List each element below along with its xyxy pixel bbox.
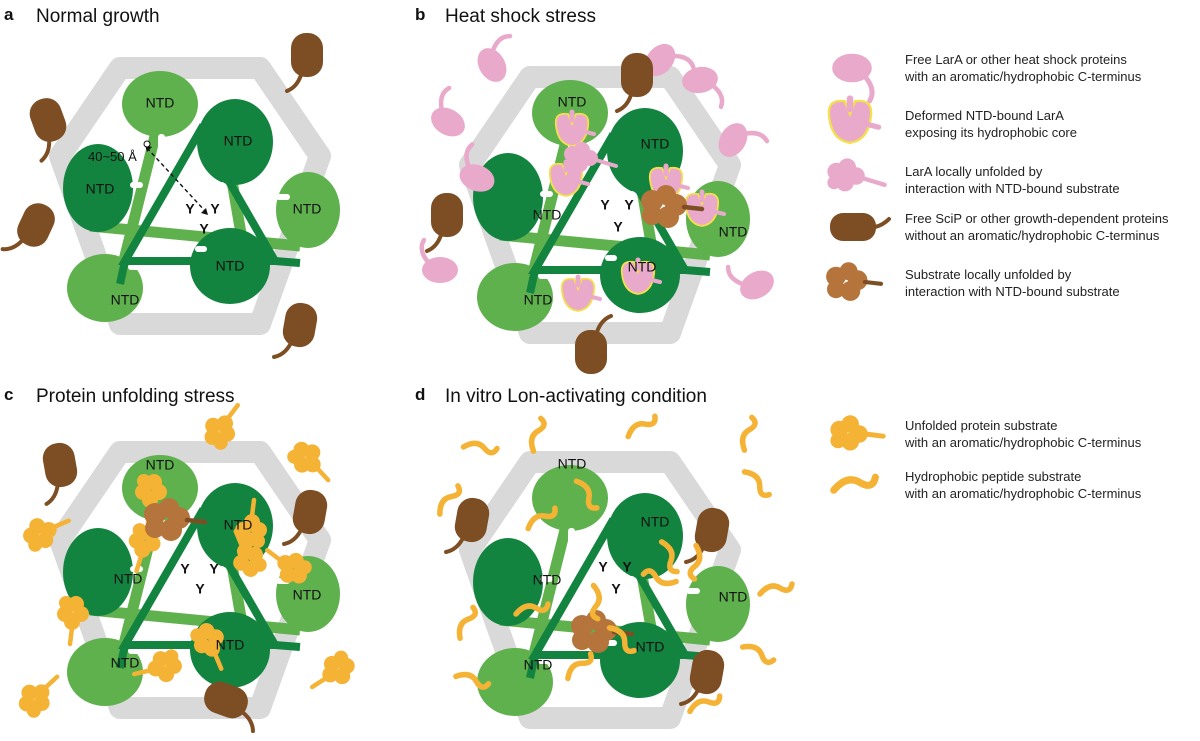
legend-item-7-line2: with an aromatic/hydrophobic C-terminus <box>904 486 1142 501</box>
panel-a-letter: a <box>4 5 14 24</box>
panel-a-title: Normal growth <box>36 6 160 27</box>
tyr-c3: Y <box>195 581 205 597</box>
unfolded-protein-icon <box>830 415 883 450</box>
ntd-label-b6: NTD <box>628 259 657 275</box>
ntd-label-c2: NTD <box>224 517 253 533</box>
ntd-label-b2: NTD <box>641 136 670 152</box>
tyr-c2: Y <box>209 561 219 577</box>
ntd-label-c5: NTD <box>111 655 140 671</box>
panel-c-letter: c <box>4 385 13 404</box>
distance-arrow <box>146 147 207 213</box>
ntd-label-d5: NTD <box>524 657 553 673</box>
panel-b-letter: b <box>415 5 425 24</box>
panel-d-letter: d <box>415 385 425 404</box>
tyr-a3: Y <box>199 221 209 237</box>
legend-item-7-line1: Hydrophobic peptide substrate <box>905 469 1081 484</box>
ntd-label-c4: NTD <box>293 587 322 603</box>
legend-item-3-line1: LarA locally unfolded by <box>905 164 1043 179</box>
ntd-label-b1: NTD <box>558 94 587 110</box>
panel-b: b Heat shock stress NTD NTD NTD NTD NTD … <box>415 5 779 376</box>
distance-label: 40~50 Å <box>88 149 137 164</box>
tyr-b2: Y <box>624 197 634 213</box>
ntd-label-d1: NTD <box>558 456 587 472</box>
legend-item-4-line2: without an aromatic/hydrophobic C-termin… <box>904 228 1160 243</box>
tyr-b3: Y <box>613 219 623 235</box>
ntd-label-a3: NTD <box>86 181 115 197</box>
ntd-label-a1: NTD <box>146 95 175 111</box>
ntd-label-d2: NTD <box>641 514 670 530</box>
ntd-label-d6: NTD <box>636 639 665 655</box>
panel-b-title: Heat shock stress <box>445 6 596 27</box>
tyr-c1: Y <box>180 561 190 577</box>
legend-item-6-line1: Unfolded protein substrate <box>905 418 1057 433</box>
ntd-label-a4: NTD <box>293 201 322 217</box>
ntd-label-a6: NTD <box>216 258 245 274</box>
deformed-lara-icon <box>829 99 879 143</box>
legend-item-3-line2: interaction with NTD-bound substrate <box>905 181 1120 196</box>
ntd-label-c1: NTD <box>146 457 175 473</box>
legend-item-5-line1: Substrate locally unfolded by <box>905 267 1072 282</box>
ntd-label-d4: NTD <box>719 589 748 605</box>
unfolded-substrate-icon <box>826 262 881 301</box>
free-scip-a2 <box>285 31 325 93</box>
legend-bottom: Unfolded protein substrate with an aroma… <box>830 415 1142 501</box>
free-scip-icon <box>830 213 891 241</box>
tyr-d2: Y <box>622 559 632 575</box>
panel-a: a Normal growth 40~50 Å NTD NTD NTD NTD … <box>0 5 340 366</box>
ntd-label-a5: NTD <box>111 292 140 308</box>
legend-item-1-line2: with an aromatic/hydrophobic C-terminus <box>904 69 1142 84</box>
legend-item-5-line2: interaction with NTD-bound substrate <box>905 284 1120 299</box>
legend-item-6-line2: with an aromatic/hydrophobic C-terminus <box>904 435 1142 450</box>
legend-item-2-line2: exposing its hydrophobic core <box>905 125 1077 140</box>
ntd-label-b5: NTD <box>524 292 553 308</box>
free-scip-a3 <box>0 194 62 267</box>
ntd-label-a2: NTD <box>224 133 253 149</box>
tyr-a1: Y <box>185 201 195 217</box>
ntd-label-b3: NTD <box>533 207 562 223</box>
ntd-label-c6: NTD <box>216 637 245 653</box>
tyr-b1: Y <box>600 197 610 213</box>
free-lara-icon <box>832 54 872 101</box>
free-scip-a4 <box>272 297 322 366</box>
panel-d-title: In vitro Lon-activating condition <box>445 386 707 407</box>
ntd-label-b4: NTD <box>719 224 748 240</box>
ntd-label-c3: NTD <box>114 571 143 587</box>
tyr-d1: Y <box>598 559 608 575</box>
legend-item-2-line1: Deformed NTD-bound LarA <box>905 108 1064 123</box>
legend-top: Free LarA or other heat shock proteins w… <box>826 52 1169 301</box>
panel-c-title: Protein unfolding stress <box>36 386 235 407</box>
legend-item-4-line1: Free SciP or other growth-dependent prot… <box>905 211 1169 226</box>
tyr-d3: Y <box>611 581 621 597</box>
panel-d: d In vitro Lon-activating condition NTD … <box>415 385 792 718</box>
legend-item-1-line1: Free LarA or other heat shock proteins <box>905 52 1127 67</box>
ntd-label-d3: NTD <box>533 572 562 588</box>
tyr-a2: Y <box>210 201 220 217</box>
panel-c: c Protein unfolding stress NTD NTD NTD N… <box>4 385 361 734</box>
unfolded-lara-icon <box>827 158 884 191</box>
peptide-icon <box>834 477 876 490</box>
